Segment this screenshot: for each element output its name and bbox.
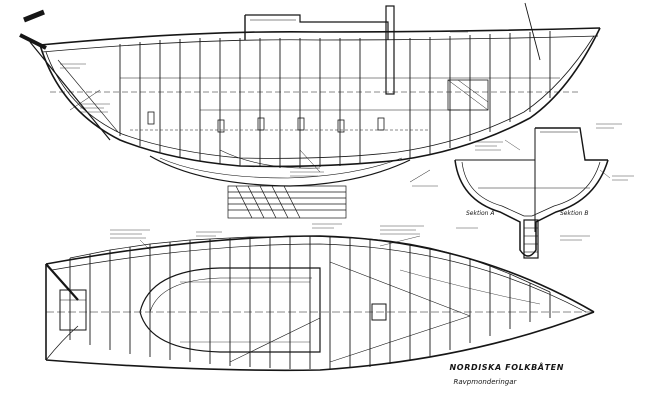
drawing-title: NORDISKA FOLKBÅTEN <box>449 363 564 372</box>
planking-detail <box>227 185 347 219</box>
section-label-left: Sektion A <box>466 210 495 217</box>
title-block: NORDISKA FOLKBÅTEN Ravpmonderingar <box>450 363 564 386</box>
midship-section-view <box>454 123 634 259</box>
drawing-subtitle: Ravpmonderingar <box>453 378 517 386</box>
profile-view <box>19 2 601 187</box>
plan-view <box>45 223 595 372</box>
section-label-right: Sektion B <box>560 210 589 217</box>
